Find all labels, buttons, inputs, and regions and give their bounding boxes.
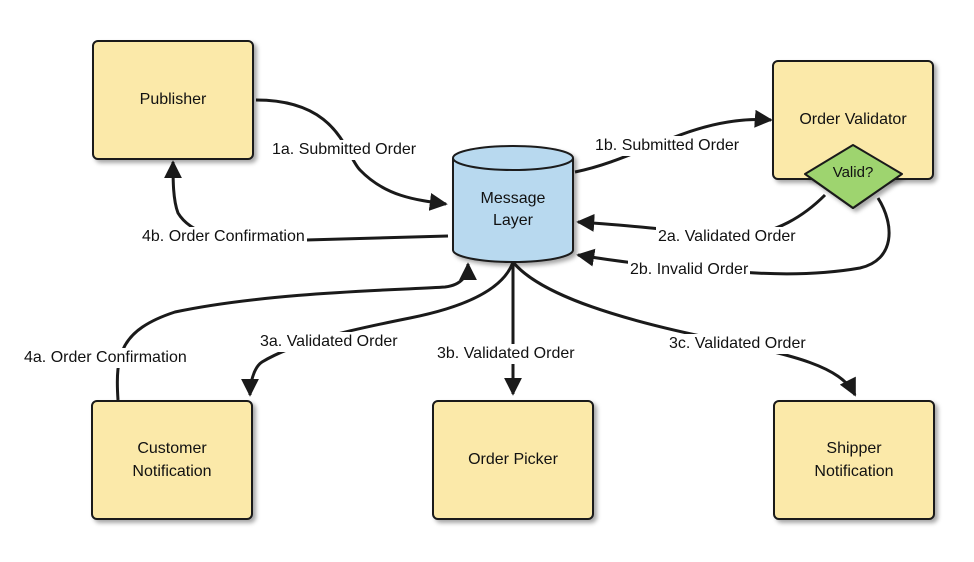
edge-label-2b: 2b. Invalid Order [628, 260, 751, 280]
arrow-3a [241, 261, 515, 397]
publisher-label: Publisher [139, 91, 207, 109]
shipper-notification-label: Shipper Notification [814, 439, 894, 480]
customer-notification-label: Customer Notification [132, 439, 212, 480]
edge-label-4b: 4b. Order Confirmation [140, 227, 307, 247]
valid-decision-label: Valid? [832, 164, 874, 181]
order-picker-box: Order Picker [432, 400, 594, 520]
valid-decision-overlay [804, 144, 903, 209]
publisher-box: Publisher [92, 40, 254, 160]
order-validator-box: Order Validator [772, 60, 934, 180]
edge-label-3c: 3c. Validated Order [667, 334, 808, 354]
order-picker-label: Order Picker [468, 451, 558, 469]
message-layer-label: Message Layer [480, 190, 546, 230]
edge-label-1b: 1b. Submitted Order [593, 136, 742, 156]
shipper-notification-box: Shipper Notification [773, 400, 935, 520]
edge-label-3a: 3a. Validated Order [258, 332, 400, 352]
message-layer-cylinder [452, 145, 574, 263]
edge-label-3b: 3b. Validated Order [435, 344, 577, 364]
arrow-1b [574, 109, 773, 174]
edge-label-1a: 1a. Submitted Order [270, 140, 419, 160]
order-validator-label: Order Validator [799, 111, 907, 128]
edge-label-4a: 4a. Order Confirmation [22, 348, 189, 368]
edge-label-2a: 2a. Validated Order [656, 227, 798, 247]
customer-notification-box: Customer Notification [91, 400, 253, 520]
arrow-4a [115, 262, 477, 401]
arrow-1a [255, 98, 448, 211]
arrow-3c [511, 261, 857, 397]
